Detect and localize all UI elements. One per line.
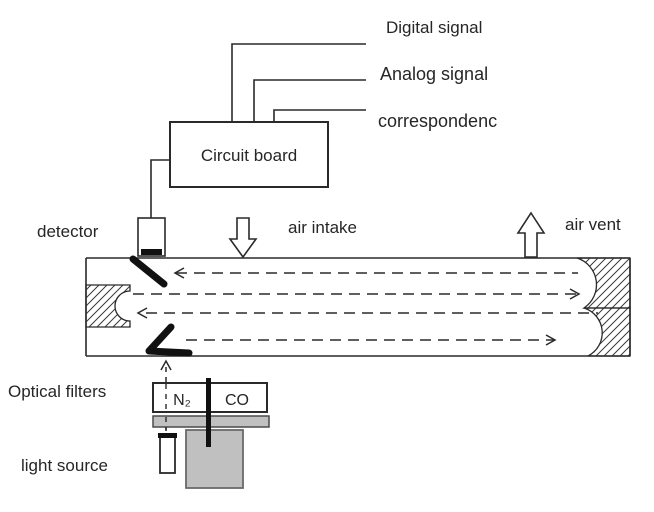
signal-wires	[231, 43, 366, 122]
circuit-board-label: Circuit board	[201, 146, 297, 165]
flat-mirrors	[129, 255, 193, 357]
filter-assembly: N₂ CO	[152, 378, 270, 489]
right-concave-mirror-upper	[576, 257, 631, 309]
detector-wire	[150, 159, 170, 218]
beam-arrow-up-icon	[160, 359, 172, 371]
digital-signal-wire	[231, 43, 366, 122]
air-vent-arrow-icon	[516, 211, 546, 258]
correspondence-wire	[273, 109, 366, 122]
air-intake-arrow-icon	[228, 217, 258, 259]
circuit-board-box	[169, 121, 329, 188]
beam-arrow-right-2-icon	[569, 288, 581, 300]
left-concave-mirror	[85, 284, 131, 328]
digital-signal-label: Digital signal	[386, 18, 482, 37]
diagram-labels: Digital signal Analog signal corresponde…	[8, 18, 621, 475]
beam-arrow-right-4-icon	[545, 334, 557, 346]
air-intake-label: air intake	[288, 218, 357, 237]
filter-cell-co-label: CO	[225, 392, 249, 409]
analog-signal-wire	[253, 79, 366, 122]
detector-label: detector	[37, 222, 99, 241]
detector-window	[141, 249, 162, 255]
detector	[137, 217, 166, 257]
light-source-lamp-cap	[158, 433, 177, 438]
concave-mirrors	[85, 257, 631, 357]
optical-filters-label: Optical filters	[8, 382, 106, 401]
source-mirror	[145, 323, 193, 357]
beam-arrow-left-1-icon	[173, 267, 185, 279]
air-vent-label: air vent	[565, 215, 621, 234]
detector-mirror	[129, 255, 168, 288]
light-source-lamp	[159, 434, 176, 474]
right-concave-mirror-lower	[583, 307, 631, 357]
circuit-board: Circuit board	[169, 121, 329, 188]
filter-cell-n2-label: N₂	[173, 392, 191, 409]
light-source-label: light source	[21, 456, 108, 475]
beam-arrow-left-3-icon	[136, 307, 148, 319]
motor-box	[185, 429, 244, 489]
correspondence-label: correspondenc	[378, 111, 497, 131]
analog-signal-label: Analog signal	[380, 64, 488, 84]
